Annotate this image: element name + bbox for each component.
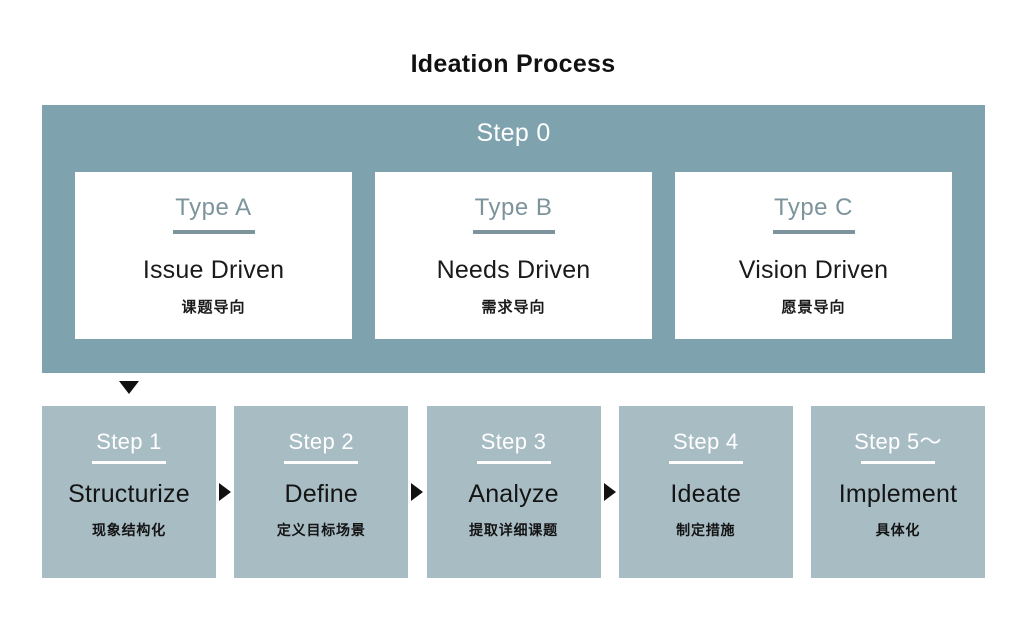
step-tag-1: Step 1 [96,429,162,454]
step-gap-4-5 [796,492,808,493]
steps-row: Step 1 Structurize 现象结构化 Step 2 Define 定… [42,406,985,578]
step-title-5: Implement [838,480,958,509]
type-tag-a: Type A [175,194,252,221]
type-subtitle-a: 课题导向 [181,298,246,316]
step0-banner: Step 0 Type A Issue Driven 课题导向 Type B N… [42,105,985,373]
triangle-right-icon-2 [411,483,424,501]
type-title-b: Needs Driven [436,255,591,284]
triangle-down-icon [119,381,139,394]
step-title-4: Ideate [670,480,742,509]
page-title: Ideation Process [410,50,616,78]
step-subtitle-1: 现象结构化 [92,522,166,539]
type-subtitle-b: 需求导向 [481,298,546,316]
triangle-right-icon-3 [603,483,616,501]
step-tag-5: Step 5〜 [854,429,942,454]
step-subtitle-5: 具体化 [875,522,921,539]
step-subtitle-2: 定义目标场景 [276,522,366,539]
step-tag-3: Step 3 [480,429,547,454]
step-box-3[interactable]: Step 3 Analyze 提取详细课题 [426,406,601,578]
type-card-row: Type A Issue Driven 课题导向 Type B Needs Dr… [75,172,952,339]
type-tag-c: Type C [773,194,854,221]
step-underline-1 [92,461,166,465]
step-title-1: Structurize [68,480,190,509]
type-card-b[interactable]: Type B Needs Driven 需求导向 [375,172,652,339]
step-title-3: Analyze [468,480,559,509]
step-subtitle-4: 制定措施 [676,522,736,539]
type-card-c[interactable]: Type C Vision Driven 愿景导向 [675,172,952,339]
step-box-1[interactable]: Step 1 Structurize 现象结构化 [42,406,216,578]
step-underline-2 [284,461,359,465]
type-title-a: Issue Driven [142,255,285,284]
step-title-2: Define [284,480,358,509]
type-subtitle-c: 愿景导向 [781,298,846,316]
step-box-4[interactable]: Step 4 Ideate 制定措施 [618,406,793,578]
step0-label: Step 0 [476,119,551,147]
step-tag-4: Step 4 [673,429,739,454]
type-underline-a [172,229,255,234]
type-title-c: Vision Driven [738,255,889,284]
type-underline-b [472,229,555,234]
step-underline-5 [861,461,935,465]
step-subtitle-3: 提取详细课题 [469,522,558,539]
type-card-a[interactable]: Type A Issue Driven 课题导向 [75,172,352,339]
type-underline-c [772,229,855,234]
step-underline-4 [668,461,743,465]
step-underline-3 [476,461,551,465]
step-box-5[interactable]: Step 5〜 Implement 具体化 [811,406,985,578]
step-tag-2: Step 2 [288,429,354,454]
step-box-2[interactable]: Step 2 Define 定义目标场景 [234,406,409,578]
type-tag-b: Type B [474,194,553,221]
triangle-right-icon-1 [219,483,232,501]
